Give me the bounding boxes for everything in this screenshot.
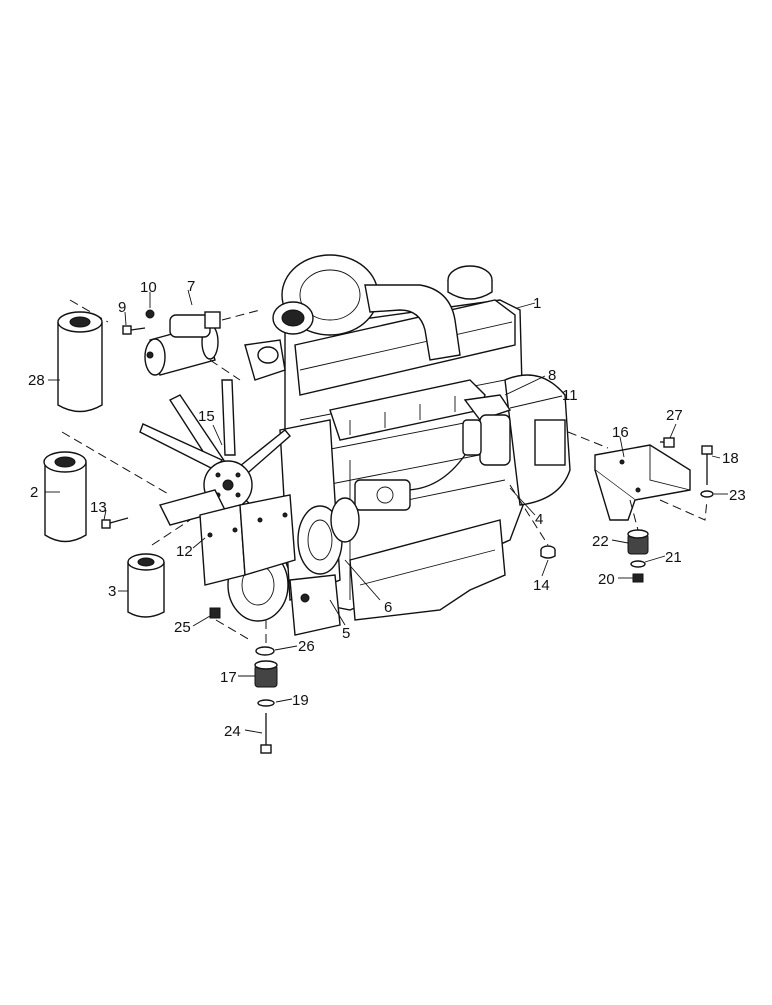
callout-23: 23 xyxy=(729,487,746,504)
filter-28 xyxy=(57,311,103,413)
bolt-9 xyxy=(122,325,146,335)
assembly-line xyxy=(567,431,609,449)
leader-lines xyxy=(45,289,728,734)
fuel-injection-pump xyxy=(354,479,411,511)
callout-1: 1 xyxy=(533,295,541,312)
bolt-24 xyxy=(260,713,272,754)
callout-13: 13 xyxy=(90,499,107,516)
engine-assembly xyxy=(227,254,571,636)
callout-3: 3 xyxy=(108,583,116,600)
callout-14: 14 xyxy=(533,577,550,594)
callout-15: 15 xyxy=(198,408,215,425)
assembly-line xyxy=(209,359,241,381)
callout-28: 28 xyxy=(28,372,45,389)
callout-4: 4 xyxy=(535,511,543,528)
assembly-line xyxy=(215,619,251,641)
isolator-17 xyxy=(254,660,278,688)
assembly-line xyxy=(61,431,171,496)
callout-25: 25 xyxy=(174,619,191,636)
callout-16: 16 xyxy=(612,424,629,441)
assembly-line xyxy=(69,299,109,323)
assembly-line xyxy=(629,499,639,531)
callout-9: 9 xyxy=(118,299,126,316)
washer-10 xyxy=(145,309,155,319)
isolator-22 xyxy=(627,529,649,555)
callout-27: 27 xyxy=(666,407,683,424)
callout-2: 2 xyxy=(30,484,38,501)
callout-6: 6 xyxy=(384,599,392,616)
fan-guard xyxy=(199,504,246,586)
washer-23 xyxy=(700,490,714,498)
nut-20 xyxy=(632,573,644,583)
callout-5: 5 xyxy=(342,625,350,642)
rocker-cover xyxy=(294,299,516,396)
washer-19 xyxy=(257,699,275,707)
bolt-27 xyxy=(660,437,675,448)
washer-21 xyxy=(630,560,646,568)
callout-26: 26 xyxy=(298,638,315,655)
assembly-line xyxy=(509,484,549,546)
filter-2 xyxy=(43,451,87,543)
callout-12: 12 xyxy=(176,543,193,560)
callout-24: 24 xyxy=(224,723,241,740)
assembly-line xyxy=(151,519,191,546)
cooling-fan xyxy=(139,379,296,586)
callout-19: 19 xyxy=(292,692,309,709)
engine-mount-bracket-16 xyxy=(594,444,691,521)
callout-8: 8 xyxy=(548,367,556,384)
starter-motor xyxy=(144,311,221,376)
assembly-line xyxy=(221,309,261,321)
callout-20: 20 xyxy=(598,571,615,588)
assembly-line xyxy=(659,499,708,521)
callout-21: 21 xyxy=(665,549,682,566)
callout-22: 22 xyxy=(592,533,609,550)
callout-7: 7 xyxy=(187,278,195,295)
fuel-filter-head xyxy=(463,394,512,421)
bolt-13 xyxy=(101,517,129,529)
callout-18: 18 xyxy=(722,450,739,467)
callout-11: 11 xyxy=(562,387,578,404)
fan-blade xyxy=(221,379,236,456)
callout-10: 10 xyxy=(140,279,157,296)
oil-pan xyxy=(349,519,506,621)
washer-26 xyxy=(255,646,275,656)
nut-25 xyxy=(209,607,221,619)
plug-14 xyxy=(540,545,556,559)
bolt-18 xyxy=(701,445,713,485)
filter-3 xyxy=(127,553,165,618)
callout-17: 17 xyxy=(220,669,237,686)
